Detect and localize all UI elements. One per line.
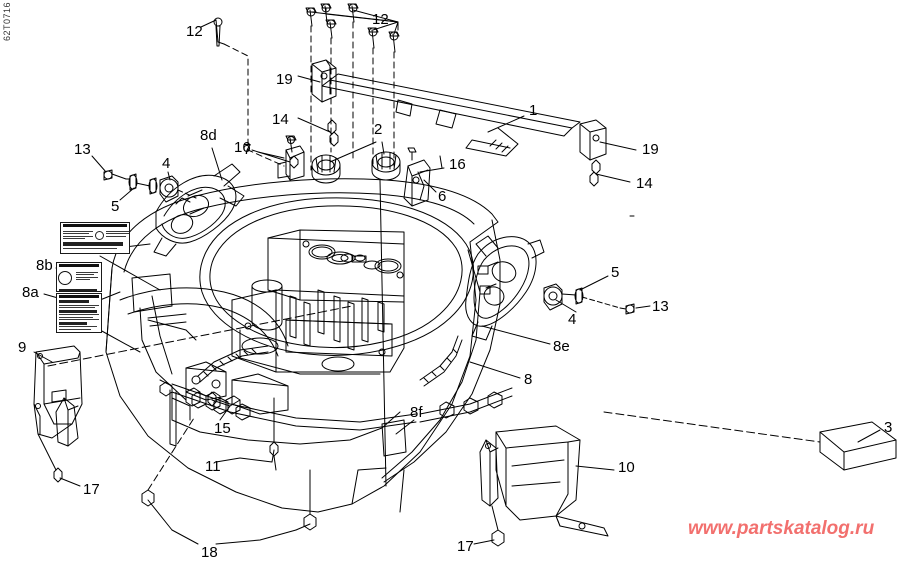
callout-18: 18 [201, 544, 218, 561]
callout-7: 7 [243, 141, 252, 158]
leader-17-right [473, 505, 505, 547]
leader-lines-left-upper [297, 75, 339, 147]
callout-17-right: 17 [457, 538, 474, 555]
left-side-panel-9 [33, 345, 83, 447]
callout-16-left: 16 [234, 139, 251, 156]
leader-17-left [37, 433, 81, 487]
callout-3: 3 [884, 419, 893, 436]
warning-decal-lower [56, 293, 102, 333]
callout-13-right: 13 [652, 298, 669, 315]
leader-8d [211, 147, 223, 181]
callout-1: 1 [529, 102, 538, 119]
decal-right-graphic [465, 235, 545, 341]
decal-left-graphic [153, 163, 245, 257]
leader-lines-16-7 [251, 149, 299, 169]
warning-decal-top [60, 222, 130, 254]
callout-8f: 8f [410, 404, 423, 421]
console-main-body [105, 178, 501, 513]
leader-3 [857, 429, 881, 443]
clip-bracket-7 [277, 145, 305, 181]
leader-3-long [603, 411, 821, 443]
callout-8e: 8e [553, 338, 570, 355]
callout-2: 2 [374, 121, 383, 138]
callout-4-left: 4 [162, 155, 171, 172]
leader-lines-2 [329, 141, 385, 163]
callout-11: 11 [205, 458, 221, 475]
callout-14-right: 14 [636, 175, 653, 192]
callout-4-right: 4 [568, 311, 577, 328]
callout-6: 6 [438, 188, 447, 205]
leader-11 [159, 381, 279, 463]
leader-8f [381, 419, 415, 457]
leader-lines-16r-6 [419, 167, 445, 193]
harness-bundle [197, 335, 463, 387]
callout-19-left: 19 [276, 71, 293, 88]
callout-8: 8 [524, 371, 533, 388]
lower-trim-bar [171, 383, 513, 431]
callout-19-right: 19 [642, 141, 659, 158]
callout-12-top-left: 12 [186, 23, 203, 40]
leader-5-left [119, 187, 135, 201]
dash-inner-structure [267, 229, 405, 303]
leader-lines-right-upper [589, 141, 637, 187]
console-floor-platform [231, 279, 405, 375]
site-watermark: www.partskatalog.ru [688, 518, 875, 539]
callout-15: 15 [214, 420, 231, 437]
leader-10 [575, 465, 615, 471]
leader-lines-right-fasteners [555, 275, 651, 313]
grommet-parts [311, 151, 401, 265]
left-fastener-stack [103, 169, 197, 203]
leader-18 [141, 417, 317, 545]
callout-17-left: 17 [83, 481, 100, 498]
callout-16-right: 16 [449, 156, 466, 173]
callout-9: 9 [18, 339, 27, 356]
floor-mat-3 [819, 421, 897, 471]
callout-13-left: 13 [74, 141, 91, 158]
callout-8b: 8b [36, 257, 53, 274]
leader-8 [469, 361, 521, 379]
callout-10: 10 [618, 459, 635, 476]
callout-12-top-right: 12 [372, 11, 389, 28]
leader-8e [481, 325, 551, 345]
right-fastener-stack [543, 283, 635, 315]
callout-5-left: 5 [111, 198, 120, 215]
leader-13-left [91, 155, 107, 173]
callout-8a: 8a [22, 284, 39, 301]
mounting-bracket-6 [403, 147, 431, 207]
leader-9b [47, 305, 353, 367]
leader-9 [33, 351, 53, 363]
misc-small-screws [273, 135, 635, 471]
warning-decal-upper [56, 262, 102, 292]
callout-14-left: 14 [272, 111, 289, 128]
right-side-panel-10 [479, 425, 609, 537]
leader-4-left [167, 171, 171, 181]
support-bar-assembly [311, 59, 607, 161]
callout-8d: 8d [200, 127, 217, 144]
leader-1 [487, 115, 525, 133]
callout-5-right: 5 [611, 264, 620, 281]
